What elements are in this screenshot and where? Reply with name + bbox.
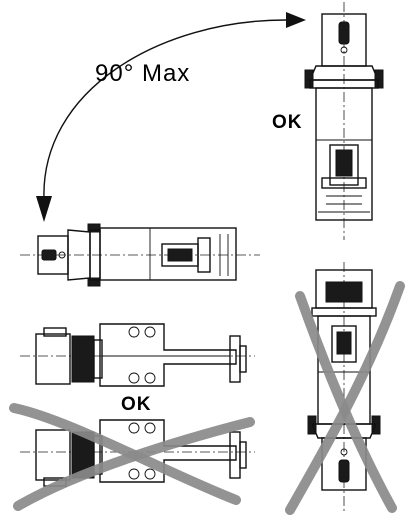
cross-mark-icon: [285, 281, 405, 515]
fixture-side-bracket-rejected: [20, 419, 255, 487]
fixture-side-bracket-ok: [20, 323, 255, 387]
ok-upright-label: OK: [272, 112, 303, 133]
rotation-arrow-icon: [36, 12, 306, 222]
cross-mark-icon: [9, 403, 255, 511]
fixture-rotated-90: [20, 223, 260, 287]
fixture-inverted-rejected: [307, 262, 381, 512]
rotation-limit-label: 90° Max: [95, 60, 191, 87]
fixture-upright-ok: [304, 2, 384, 240]
ok-lower-label: OK: [121, 394, 152, 415]
